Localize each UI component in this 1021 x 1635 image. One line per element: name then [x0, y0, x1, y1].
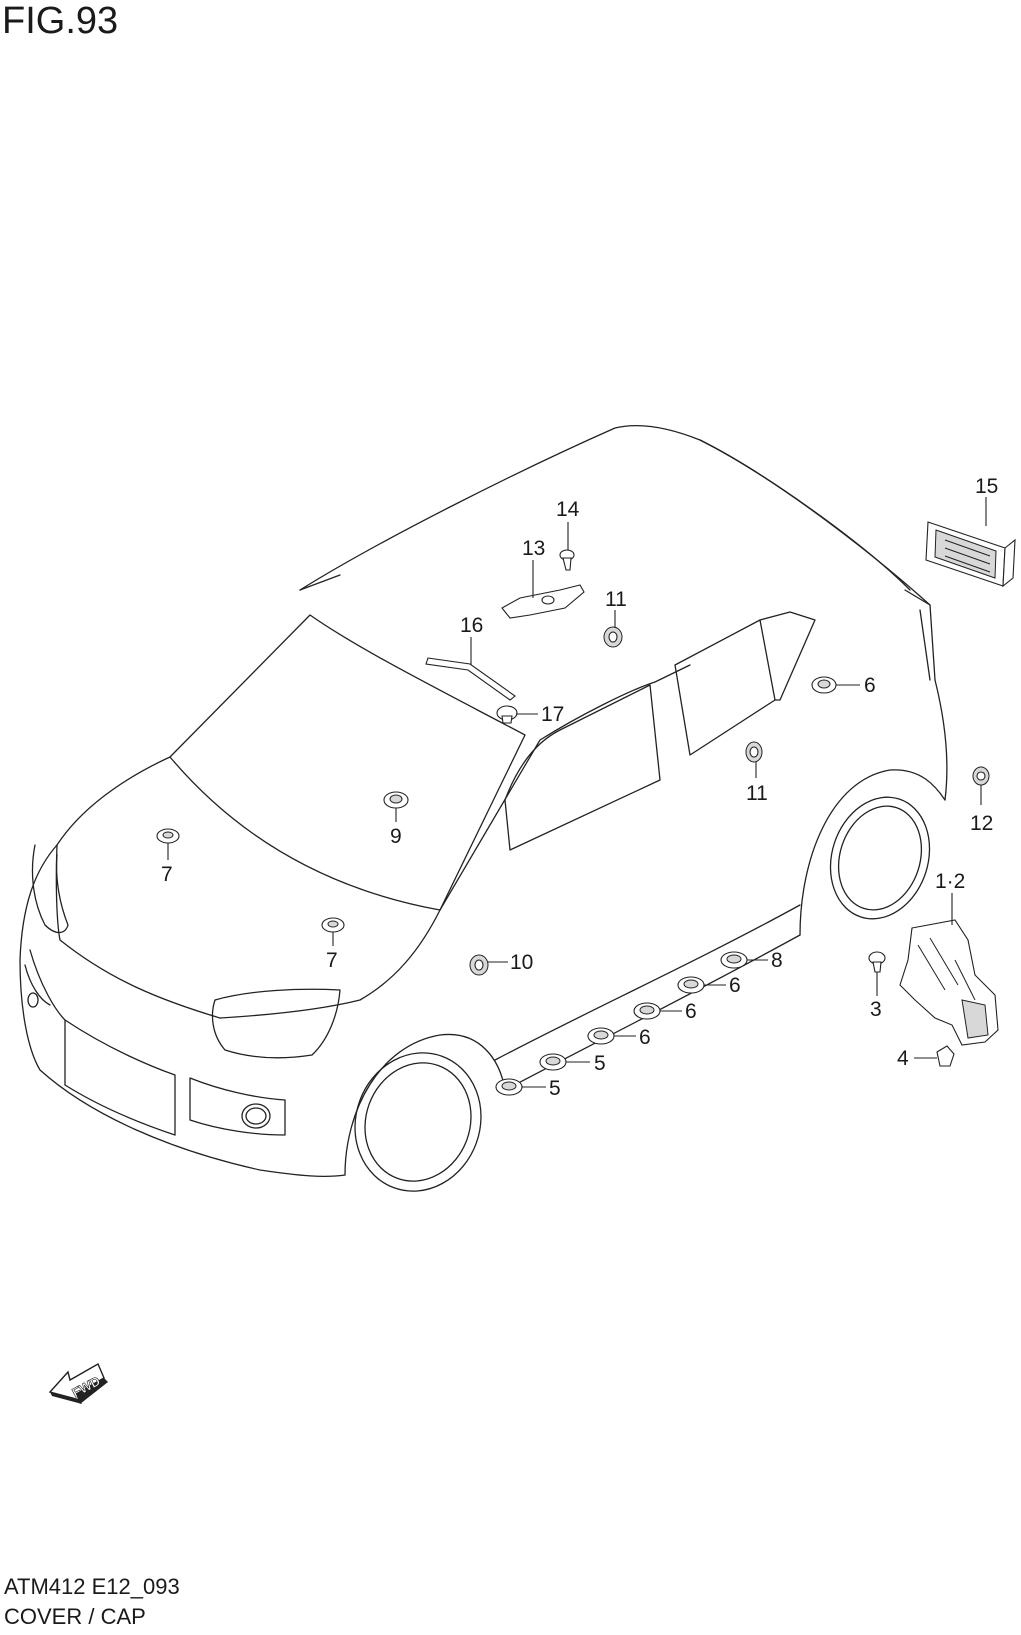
callout-16: 16 — [460, 614, 483, 637]
part-3-screw — [868, 951, 886, 973]
fwd-arrow-icon: FWD — [48, 1363, 108, 1404]
vehicle-outline — [19, 425, 948, 1192]
part-10-grommet — [469, 954, 489, 976]
callout-6-b: 6 — [685, 1000, 697, 1023]
callout-15: 15 — [975, 475, 998, 498]
part-9-cap — [383, 791, 409, 809]
callout-7-lower: 7 — [326, 949, 338, 972]
callout-10: 10 — [510, 951, 533, 974]
part-7-cap-upper — [156, 828, 180, 844]
callout-8: 8 — [771, 949, 783, 972]
callout-3: 3 — [870, 998, 882, 1021]
part-15-vent — [925, 521, 1016, 588]
part-11-grommet-lower — [745, 741, 763, 763]
part-11-grommet-upper — [603, 626, 623, 648]
callout-6-c: 6 — [639, 1026, 651, 1049]
callout-5-a: 5 — [594, 1052, 606, 1075]
figure-title: FIG.93 — [2, 0, 119, 42]
callout-1-2: 1·2 — [935, 870, 965, 893]
callout-labels: 15 14 13 11 16 6 17 11 12 9 7 1·2 7 10 8… — [161, 475, 998, 1100]
part-5-cap-2 — [495, 1078, 523, 1096]
part-12-grommet — [972, 766, 990, 786]
callout-7-upper: 7 — [161, 863, 173, 886]
part-6-cap-2 — [633, 1002, 661, 1020]
figure-code: ATM412 E12_093 — [4, 1574, 180, 1599]
part-5-cap-1 — [539, 1053, 567, 1071]
part-14-clip — [559, 549, 575, 571]
part-4-clip — [936, 1045, 955, 1067]
part-6-cap-1 — [677, 976, 705, 994]
callout-9: 9 — [390, 825, 402, 848]
part-8-cap — [720, 951, 748, 969]
callout-4: 4 — [897, 1047, 909, 1070]
parts — [156, 521, 1016, 1096]
callout-12: 12 — [970, 812, 993, 835]
figure-description: COVER / CAP — [4, 1604, 146, 1629]
part-17-cap — [496, 705, 518, 724]
leader-lines — [167, 497, 987, 1088]
part-6-cap-3 — [587, 1027, 615, 1045]
part-1-2-mudguard — [899, 919, 999, 1046]
callout-14: 14 — [556, 498, 580, 521]
part-13-bracket — [501, 584, 585, 619]
callout-17: 17 — [541, 703, 564, 726]
part-7-cap-lower — [321, 917, 345, 933]
callout-11-upper: 11 — [605, 588, 627, 611]
part-6-cap-right — [811, 676, 837, 694]
callout-6-a: 6 — [729, 974, 741, 997]
callout-6-right: 6 — [864, 674, 876, 697]
part-16-strip — [425, 657, 516, 701]
callout-5-b: 5 — [549, 1077, 561, 1100]
callout-13: 13 — [522, 537, 545, 560]
callout-11-lower: 11 — [746, 782, 768, 805]
